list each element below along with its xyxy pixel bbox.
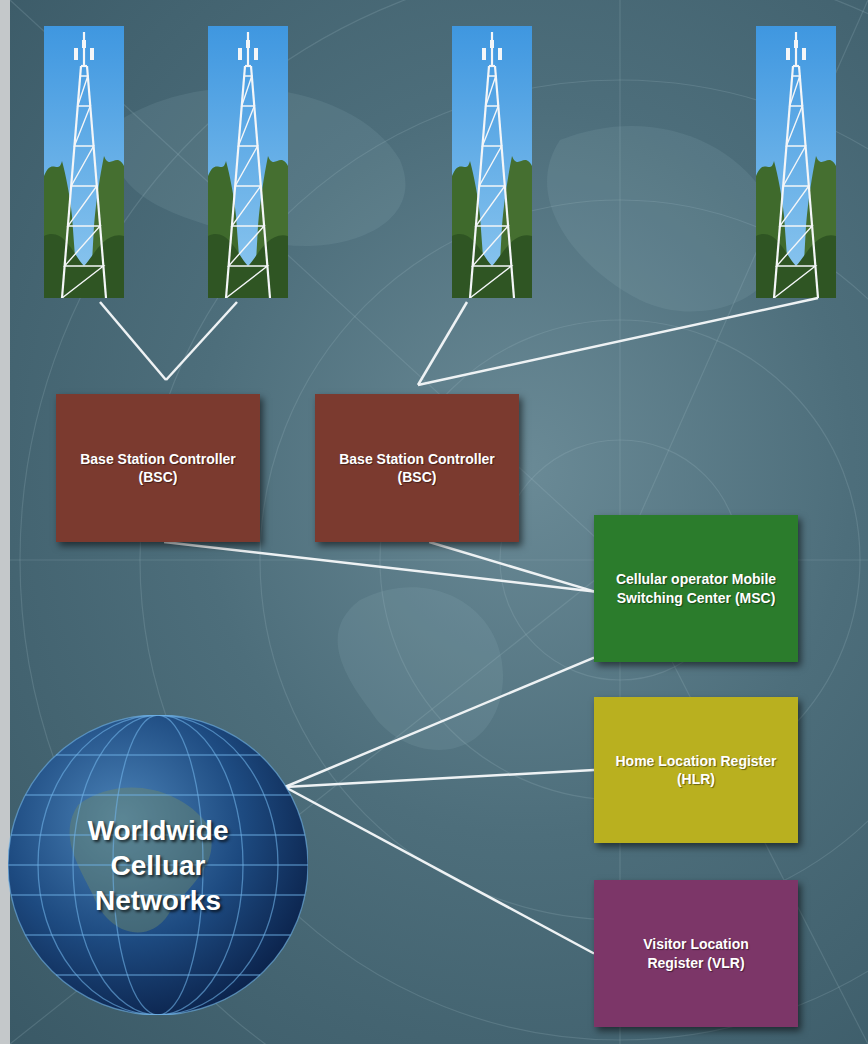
box-label: Visitor Location Register (VLR) [614,935,778,971]
text-group: Cellular operator Mobile Switching Cente… [614,570,778,606]
box-label: Base Station Controller (BSC) [76,450,240,486]
cell-tower [756,26,836,298]
text-group: Home Location Register (HLR) [614,752,778,788]
box-label: Home Location Register (HLR) [614,752,778,788]
cell-tower [452,26,532,298]
box-label: Base Station Controller (BSC) [335,450,499,486]
register-box: Visitor Location Register (VLR) [594,880,798,1027]
globe-node: Worldwide Celluar Networks [8,715,308,1015]
cell-tower [208,26,288,298]
text-group: Base Station Controller (BSC) [335,450,499,486]
controller-box: Base Station Controller (BSC) [315,394,519,542]
text-group: Worldwide Celluar Networks [63,813,253,918]
text-group: Base Station Controller (BSC) [76,450,240,486]
switching-center-box: Cellular operator Mobile Switching Cente… [594,515,798,662]
polar-grid [10,0,868,1044]
network-link [285,658,594,787]
controller-box: Base Station Controller (BSC) [56,394,260,542]
register-box: Home Location Register (HLR) [594,697,798,843]
network-link [429,542,594,591]
text-group: Visitor Location Register (VLR) [614,935,778,971]
network-link [285,770,594,787]
box-label: Cellular operator Mobile Switching Cente… [614,570,778,606]
cell-tower [44,26,124,298]
network-label: Worldwide Celluar Networks [63,813,253,918]
tower-links [100,298,818,385]
network-link [164,542,594,591]
network-link [285,787,594,954]
